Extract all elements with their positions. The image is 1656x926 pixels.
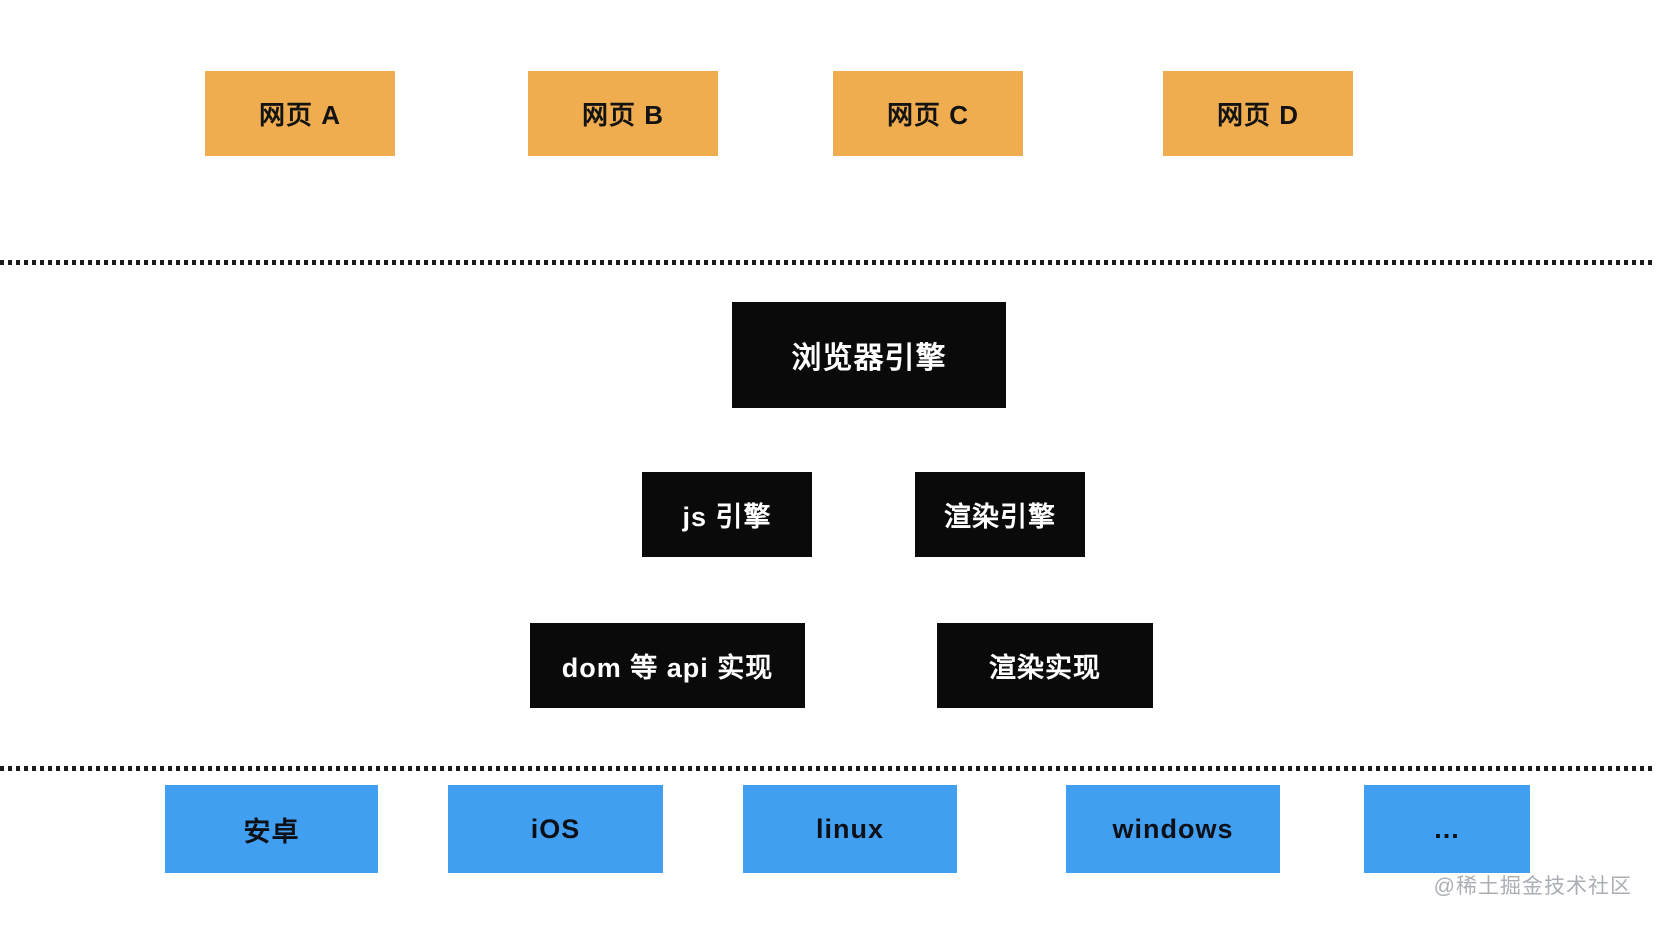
render-implementation-box: 渲染实现: [937, 623, 1153, 708]
js-engine-box: js 引擎: [642, 472, 812, 557]
platform-linux-box: linux: [743, 785, 957, 873]
platform-android-box: 安卓: [165, 785, 378, 873]
platform-others-box: ...: [1364, 785, 1530, 873]
render-engine-box: 渲染引擎: [915, 472, 1085, 557]
webpage-c-box: 网页 C: [833, 71, 1023, 156]
lower-dotted-divider: [0, 766, 1656, 771]
dom-api-implementation-box: dom 等 api 实现: [530, 623, 805, 708]
webpage-b-box: 网页 B: [528, 71, 718, 156]
platform-windows-box: windows: [1066, 785, 1280, 873]
upper-dotted-divider: [0, 260, 1656, 265]
watermark-text: @稀土掘金技术社区: [1433, 875, 1632, 898]
browser-engine-box: 浏览器引擎: [732, 302, 1006, 408]
platform-ios-box: iOS: [448, 785, 663, 873]
webpage-d-box: 网页 D: [1163, 71, 1353, 156]
webpage-a-box: 网页 A: [205, 71, 395, 156]
